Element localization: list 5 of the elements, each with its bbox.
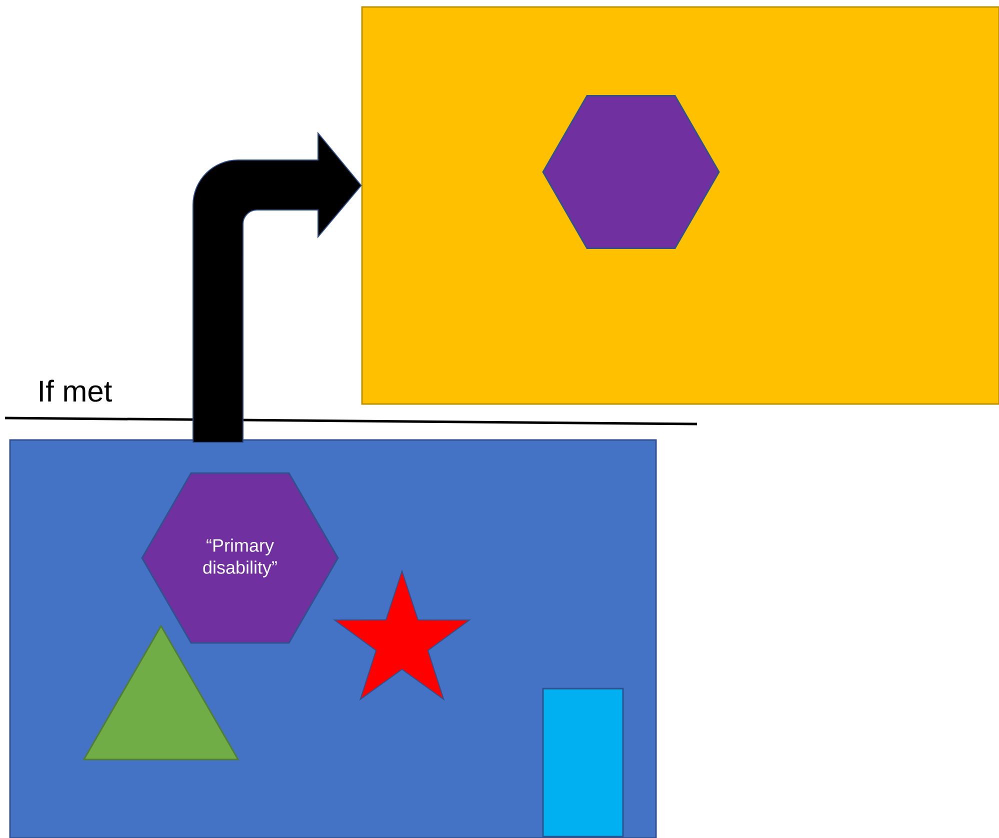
cylinder-shape (542, 688, 624, 838)
hexagon-shape (542, 95, 720, 249)
bent-arrow (192, 132, 362, 443)
condition-label: If met (40, 380, 112, 402)
panel-box (361, 6, 999, 405)
